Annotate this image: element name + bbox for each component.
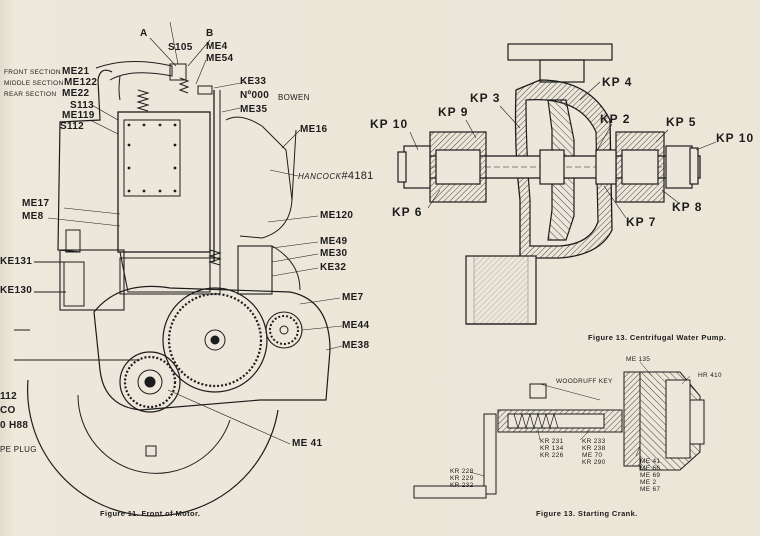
label-hr410: HR 410 [698,372,722,379]
label-me120: ME120 [320,210,354,221]
hancock-number: #4181 [341,170,374,182]
label-ke32: KE32 [320,262,347,273]
idler-gear [265,311,303,349]
label-kp5: KP 5 [666,115,697,129]
label-me8: ME8 [22,211,44,222]
timing-case [93,285,331,411]
label-112: 112 [0,391,18,402]
label-me17: ME17 [22,198,50,209]
label-kr226: KR 226 [540,452,564,459]
label-me69: ME 69 [640,472,661,479]
water-pump-drawing [397,43,717,325]
label-me67: ME 67 [640,486,661,493]
label-me135: ME 135 [626,356,651,363]
label-rear-section: REAR SECTION [4,91,57,98]
label-bowen: BOWEN [278,93,310,102]
label-kp4: KP 4 [602,75,633,89]
label-front-section: FRONT SECTION [4,69,61,76]
label-middle-section: MIDDLE SECTION [4,80,64,87]
crank-gear [119,351,181,413]
label-kr232: KR 232 [450,482,474,489]
label-me30: ME30 [320,248,348,259]
crank-handle [413,485,487,499]
cylinder-block [117,111,211,253]
label-kr238: KR 238 [582,445,606,452]
label-me49: ME49 [320,236,348,247]
label-kr228: KR 228 [450,468,474,475]
label-me54: ME54 [206,53,234,64]
label-me38: ME38 [342,340,370,351]
label-kp6: KP 6 [392,205,423,219]
intake-pipe [57,69,113,253]
label-s112: S112 [60,121,85,132]
label-ke33: KE33 [240,76,267,87]
label-me22: ME22 [62,88,90,99]
label-me119: ME119 [62,110,95,121]
caption-front-of-motor: Figure 11. Front of Motor. [100,509,201,518]
label-me2: ME 2 [640,479,657,486]
hancock-name: HANCOCK [298,172,342,181]
label-h88: 0 H88 [0,420,29,431]
label-me122: ME122 [64,77,98,88]
crankcase [119,251,211,293]
label-pe-plug: PE PLUG [0,445,37,454]
label-ke131: KE131 [0,256,33,267]
label-b: B [206,28,214,39]
label-me16: ME16 [300,124,328,135]
label-s113: S113 [70,100,95,111]
label-kp8: KP 8 [672,200,703,214]
carburetor [59,249,125,311]
label-kp10-left: KP 10 [370,117,409,131]
flywheel-outline [27,379,279,517]
label-kp3: KP 3 [470,91,501,105]
label-me41-crank: ME 41 [640,458,661,465]
label-woodruff-key: WOODRUFF KEY [556,378,613,385]
label-kr231: KR 231 [540,438,564,445]
label-me70: ME 70 [582,452,603,459]
label-me21: ME21 [62,66,90,77]
label-a: A [140,28,148,39]
label-me41: ME 41 [292,438,323,449]
label-me7: ME7 [342,292,364,303]
label-no000: Nº000 [240,90,270,101]
cam-gear [162,287,268,393]
label-me35: ME35 [240,104,268,115]
label-kp10-right: KP 10 [716,131,755,145]
valve-spring [136,89,150,112]
label-s105: S105 [168,42,193,53]
starting-crank-drawing [413,361,705,499]
motor-front-drawing [14,21,343,517]
label-kp9: KP 9 [438,105,469,119]
label-ke130: KE130 [0,285,33,296]
label-co: CO [0,405,16,416]
caption-starting-crank: Figure 13. Starting Crank. [536,509,638,518]
label-hancock: HANCOCK#4181 [298,171,374,182]
label-me44: ME44 [342,320,370,331]
label-kp7: KP 7 [626,215,657,229]
caption-water-pump: Figure 13. Centrifugal Water Pump. [588,333,727,342]
label-kr134: KR 134 [540,445,564,452]
label-kr290: KR 290 [582,459,606,466]
label-kp2: KP 2 [600,112,631,126]
label-me66: ME 66 [640,465,661,472]
label-kr229: KR 229 [450,475,474,482]
label-kr233: KR 233 [582,438,606,445]
label-me4: ME4 [206,41,228,52]
